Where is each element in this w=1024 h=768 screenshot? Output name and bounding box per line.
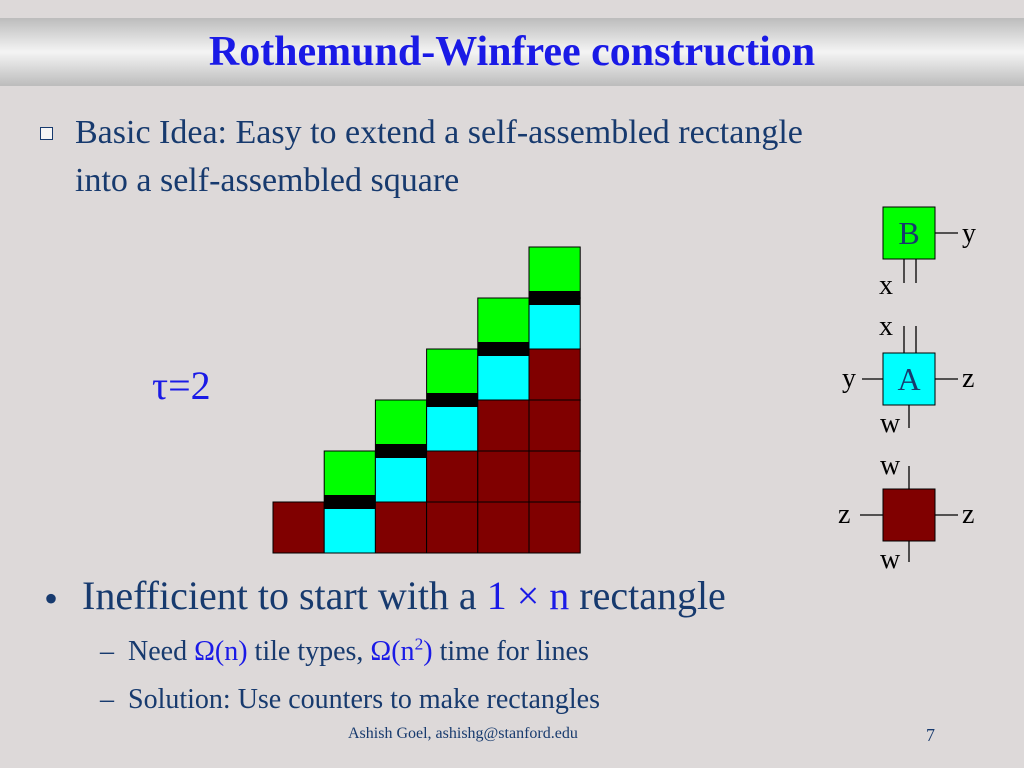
green-tile [528, 246, 581, 299]
tile-a-letter: A [897, 361, 921, 397]
sub1-part1: Need [128, 636, 195, 667]
sub1-highlight2-b: ) [423, 636, 433, 667]
tile-type-b [882, 206, 936, 260]
tile-a-right-glue: z [962, 363, 975, 394]
tile-b-letter: B [898, 215, 920, 251]
sub1-highlight2-a: Ω(n [370, 636, 415, 667]
strong-bond-bar [529, 291, 581, 305]
sub1-text: Need Ω(n) tile types, Ω(n2) time for lin… [128, 634, 589, 668]
maroon-tile [477, 399, 530, 452]
sub1-dash: – [100, 636, 114, 667]
tile-b-right-glue: y [962, 218, 976, 249]
sub2-text: Solution: Use counters to make rectangle… [128, 684, 600, 715]
sub1-part3: time for lines [432, 636, 589, 667]
tile-a-bottom-glue: w [880, 408, 901, 439]
tile-c-top-glue: w [880, 450, 901, 481]
strong-bond-bar [375, 444, 427, 458]
sub1-highlight2: Ω(n2) [370, 634, 433, 667]
tile-c-right-glue: z [962, 499, 975, 530]
green-tile [426, 348, 479, 401]
cyan-tile [426, 399, 479, 452]
bullet2-text: Inefficient to start with a 1 × n rectan… [82, 572, 726, 619]
sub1-part2: tile types, [247, 636, 371, 667]
bullet2-prefix: Inefficient to start with a [82, 573, 487, 618]
strong-bond-bar [324, 495, 376, 509]
green-tile [477, 297, 530, 350]
footer-credit: Ashish Goel, ashishg@stanford.edu [348, 725, 578, 742]
maroon-tile [426, 450, 479, 503]
title-bar [0, 18, 1024, 86]
cyan-tile [477, 348, 530, 401]
strong-bond-bar [477, 342, 529, 356]
tau-label: τ=2 [152, 363, 211, 408]
bullet2-suffix: rectangle [569, 573, 726, 618]
tile-a-left-glue: y [842, 363, 856, 394]
maroon-tile [528, 348, 581, 401]
page-number: 7 [926, 725, 935, 745]
bullet1-line1: Basic Idea: Easy to extend a self-assemb… [75, 114, 803, 151]
tile-a-top-glue: x [879, 311, 893, 342]
sub1-highlight1: Ω(n) [194, 636, 248, 667]
slide-title: Rothemund-Winfree construction [208, 29, 816, 75]
square-bullet-icon [40, 127, 53, 140]
strong-bond-bar [426, 393, 478, 407]
tile-c-letter: C [898, 497, 920, 533]
tile-type-a [882, 352, 936, 406]
sub1-highlight2-sup: 2 [414, 634, 424, 654]
maroon-tile [426, 501, 479, 554]
bullet1-line2: into a self-assembled square [75, 162, 460, 199]
bullet2-highlight: 1 × n [486, 573, 570, 618]
maroon-tile [528, 450, 581, 503]
tile-b-bottom-glue: x [879, 270, 893, 301]
sub2-dash: – [100, 684, 114, 715]
bullet2-dot: • [44, 576, 59, 621]
tile-c-bottom-glue: w [880, 544, 901, 575]
tile-c-left-glue: z [838, 499, 851, 530]
